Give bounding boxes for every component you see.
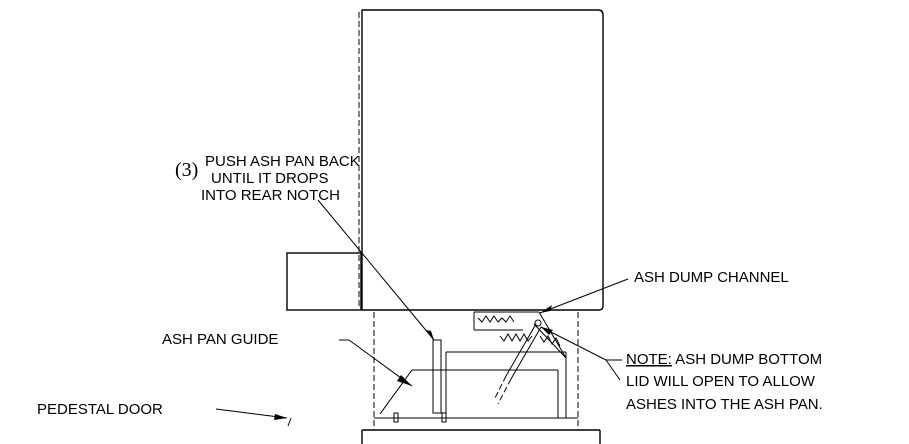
- step-line-3: INTO REAR NOTCH: [201, 187, 340, 204]
- ash-pan: [379, 351, 567, 418]
- svg-text:NOTE: ASH DUMP BOTTOM: NOTE: ASH DUMP BOTTOM: [626, 351, 822, 368]
- ash-pan-guide-label: ASH PAN GUIDE: [162, 331, 278, 348]
- leader-lines: [215, 199, 629, 420]
- ash-pan-guide: [393, 339, 447, 423]
- step-line-1: PUSH ASH PAN BACK: [205, 153, 360, 170]
- pedestal: [361, 312, 601, 444]
- step-number: (3): [175, 159, 198, 181]
- note-line-2: LID WILL OPEN TO ALLOW: [626, 373, 816, 390]
- pedestal-door-mark: [287, 417, 292, 427]
- note-line-3: ASHES INTO THE ASH PAN.: [626, 396, 823, 413]
- pedestal-door-label: PEDESTAL DOOR: [37, 401, 163, 418]
- flue-box: [286, 252, 362, 311]
- stove-body: [358, 9, 604, 311]
- ash-dump-channel-label: ASH DUMP CHANNEL: [634, 269, 789, 286]
- note-label: NOTE: ASH DUMP BOTTOM LID WILL OPEN TO A…: [626, 351, 823, 413]
- step-3-label: (3) PUSH ASH PAN BACK UNTIL IT DROPS INT…: [175, 153, 360, 204]
- step-line-2: UNTIL IT DROPS: [211, 170, 329, 187]
- note-prefix: NOTE:: [626, 351, 672, 368]
- ash-dump-lid: [493, 319, 542, 405]
- note-line-1: ASH DUMP BOTTOM: [672, 351, 822, 368]
